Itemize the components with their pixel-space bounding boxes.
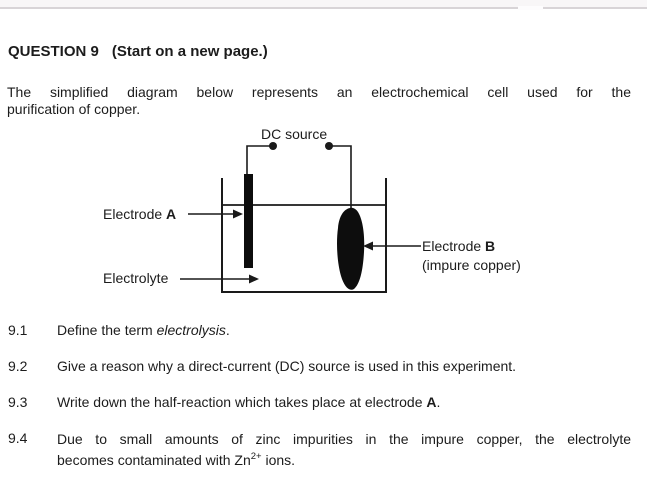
electrode-a-letter: A <box>166 206 177 222</box>
question-9-4-number: 9.4 <box>8 430 28 446</box>
electrode-a-label: Electrode A <box>103 206 177 222</box>
electrode-b-line-1: Electrode B <box>422 238 496 254</box>
question-9-2: 9.2 Give a reason why a direct-current (… <box>8 358 631 375</box>
electrolyte-label: Electrolyte <box>103 270 169 286</box>
question-9-4-line-1: Due to small amounts of zinc impurities … <box>57 431 631 447</box>
intro-line-1: The simplified diagram below represents … <box>7 84 631 100</box>
electrolyte-arrowhead <box>249 274 259 284</box>
electrode-a-bar <box>244 174 253 268</box>
dc-source-label: DC source <box>261 126 328 142</box>
question-9-4-line-2: becomes contaminated with Zn2+ ions. <box>57 451 296 468</box>
dc-terminal-left <box>269 142 277 150</box>
question-9-4: 9.4 Due to small amounts of zinc impurit… <box>8 430 631 469</box>
page-top-band <box>0 0 647 7</box>
page-top-rule <box>0 7 647 9</box>
question-heading-note: (Start on a new page.) <box>111 43 268 60</box>
question-9-4-text: Due to small amounts of zinc impurities … <box>57 430 631 469</box>
bold-electrode-letter: A <box>426 394 437 410</box>
question-9-3-text: Write down the half-reaction which takes… <box>57 394 441 410</box>
dc-wire-right <box>332 145 352 212</box>
question-9-1-text: Define the term electrolysis. <box>57 322 230 338</box>
electrode-b-arrowhead <box>363 241 373 251</box>
question-9-1: 9.1 Define the term electrolysis. <box>8 322 631 339</box>
dc-wire-left <box>246 145 270 176</box>
intro-paragraph: The simplified diagram below represents … <box>7 84 631 118</box>
question-9-2-text: Give a reason why a direct-current (DC) … <box>57 358 517 374</box>
zinc-ion-superscript: 2+ <box>250 451 262 462</box>
electrode-b-blob <box>337 207 365 290</box>
question-number-title: QUESTION 9 <box>8 43 99 60</box>
beaker-outline <box>221 178 387 293</box>
electrode-a-arrowhead <box>233 209 243 219</box>
question-9-1-number: 9.1 <box>8 322 28 338</box>
question-9-3-number: 9.3 <box>8 394 28 410</box>
question-9-3: 9.3 Write down the half-reaction which t… <box>8 394 631 411</box>
electrode-b-label: Electrode B (impure copper) <box>422 237 521 274</box>
page-top-rule-gap <box>518 6 543 10</box>
question-heading: QUESTION 9 (Start on a new page.) <box>8 44 268 60</box>
italic-term: electrolysis <box>156 322 226 338</box>
dc-terminal-right <box>325 142 333 150</box>
electrode-b-note: (impure copper) <box>422 256 521 273</box>
question-9-2-number: 9.2 <box>8 358 28 374</box>
intro-line-2: purification of copper. <box>7 101 141 117</box>
electrode-b-letter: B <box>485 238 496 254</box>
